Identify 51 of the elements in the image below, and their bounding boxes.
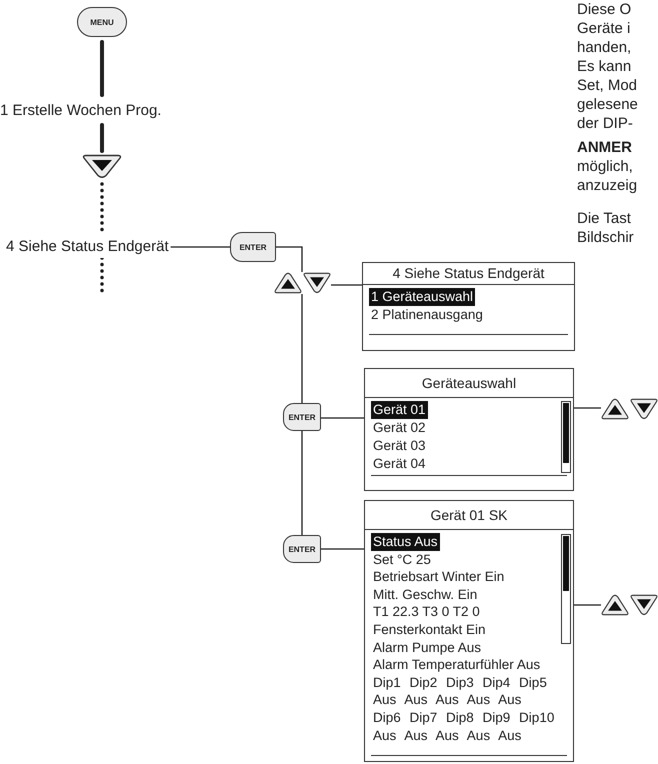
connector-line (276, 246, 303, 272)
up-arrow-key (274, 272, 302, 294)
connector-line (321, 417, 364, 419)
display-screen (364, 368, 574, 491)
enter-button: ENTER (230, 232, 276, 262)
menu-item: Fensterkontakt Ein (372, 621, 487, 639)
menu-item: Betriebsart Winter Ein (372, 568, 506, 586)
menu-item: Gerät 03 (372, 437, 427, 455)
down-arrow-key (630, 594, 658, 616)
connector-line (331, 284, 362, 286)
menu-item: Gerät 01 (371, 401, 428, 419)
connector-line (100, 256, 104, 294)
menu-item: Mitt. Geschw. Ein (372, 586, 478, 604)
screen-title: Gerät 01 SK (365, 501, 573, 530)
menu-item: 2 Platinenausgang (370, 306, 484, 324)
connector-line (574, 604, 601, 606)
connector-line (100, 123, 104, 153)
up-arrow-key (601, 594, 629, 616)
menu-item: Aus Aus Aus Aus Aus (372, 691, 522, 709)
menu-item: Dip6 Dip7 Dip8 Dip9 Dip10 (372, 709, 556, 727)
screen-title: 4 Siehe Status Endgerät (363, 263, 574, 285)
enter-button: ENTER (283, 535, 321, 563)
connector-line (170, 246, 230, 248)
menu-item: Set °C 25 (372, 550, 432, 568)
down-arrow-key (630, 398, 658, 420)
display-screen (362, 262, 575, 351)
paragraph: ANMER möglich, anzuzeig (577, 138, 638, 195)
menu-item: Dip1 Dip2 Dip3 Dip4 Dip5 (372, 674, 548, 692)
down-arrow-key (303, 272, 331, 294)
connector-line (100, 40, 104, 97)
paragraph: Diese O Geräte i handen, Es kann Set, Mod gelesene der DIP- (577, 0, 639, 133)
menu-item: Aus Aus Aus Aus Aus (372, 726, 522, 744)
menu-button: MENU (77, 7, 127, 37)
connector-line (301, 294, 303, 403)
menu-item: Alarm Temperaturfühler Aus (372, 656, 542, 674)
menu-item: Status Aus (371, 533, 440, 551)
menu-item: 1 Geräteauswahl (369, 288, 476, 306)
menu-item: Gerät 04 (372, 455, 427, 473)
menu-item: Alarm Pumpe Aus (372, 638, 482, 656)
up-arrow-key (601, 398, 629, 420)
connector-line (574, 407, 601, 409)
display-screen (364, 500, 574, 762)
menu-item: T1 22.3 T3 0 T2 0 (372, 603, 481, 621)
screen-title: Geräteauswahl (365, 369, 573, 398)
connector-line (301, 431, 303, 535)
enter-button: ENTER (283, 403, 321, 431)
connector-line (321, 548, 364, 550)
down-arrow-key (82, 154, 122, 179)
menu-item: Gerät 02 (372, 419, 427, 437)
paragraph: Die Tast Bildschir (577, 209, 635, 247)
connector-line (100, 182, 104, 233)
